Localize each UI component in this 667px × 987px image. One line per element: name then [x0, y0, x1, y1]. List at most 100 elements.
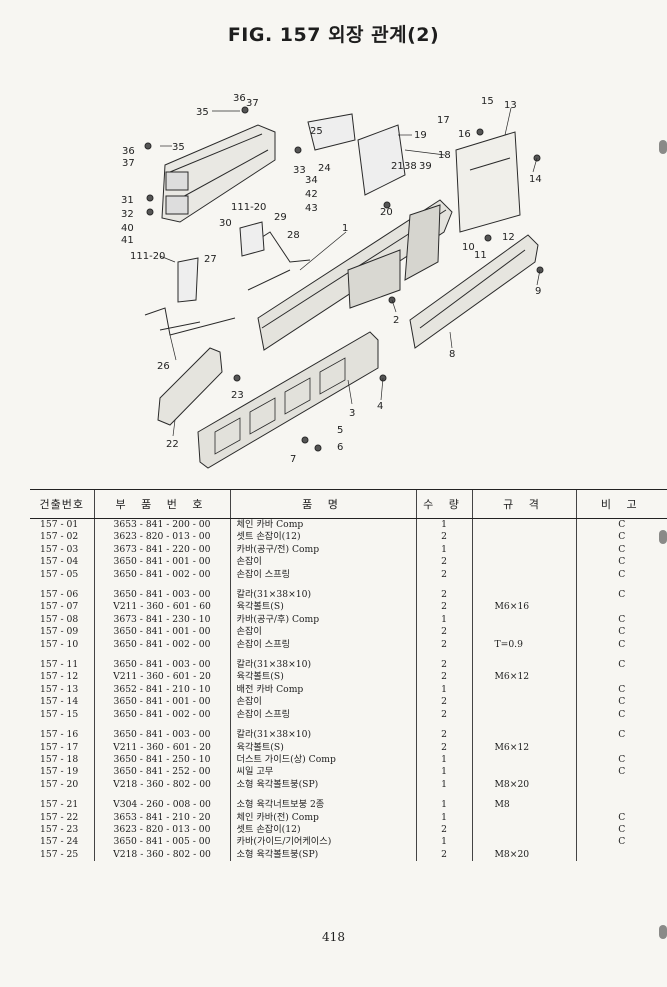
cell-quantity: 2	[415, 671, 472, 684]
cell-part-number: 3653 - 841 - 210 - 20	[93, 811, 230, 824]
cell-remark: C	[575, 626, 667, 639]
cell-part-name: 소형 육각너트보붕 2종	[229, 799, 416, 812]
cell-spec	[471, 683, 576, 697]
cell-quantity: 2	[415, 708, 472, 722]
cell-spec	[471, 753, 576, 767]
svg-text:23: 23	[231, 390, 244, 401]
cell-part-number: 3650 - 841 - 002 - 00	[93, 708, 230, 722]
cell-quantity: 2	[415, 601, 472, 614]
cell-remark: C	[575, 613, 667, 627]
cell-part-name: 손잡이	[229, 626, 416, 639]
cell-quantity: 2	[415, 741, 472, 754]
svg-text:16: 16	[458, 129, 471, 140]
cell-quantity: 1	[415, 778, 472, 792]
svg-text:14: 14	[529, 174, 542, 185]
cell-spec	[471, 543, 576, 557]
cell-quantity: 1	[415, 518, 472, 532]
cell-spec	[471, 568, 576, 582]
svg-text:38: 38	[404, 161, 417, 172]
cell-part-name: 셋트 손잡이(12)	[229, 823, 416, 837]
bracket-26	[144, 307, 236, 336]
binder-hole	[659, 140, 667, 154]
cell-spec: M8×20	[471, 778, 576, 792]
header-spec: 규 격	[471, 489, 576, 519]
cell-quantity: 2	[415, 729, 472, 742]
group-spacer	[30, 791, 667, 800]
cell-remark: C	[575, 708, 667, 722]
cell-quantity: 2	[415, 556, 472, 569]
cell-part-number: 3650 - 841 - 001 - 00	[93, 556, 230, 569]
cell-ref-no: 157 - 04	[40, 556, 79, 568]
cell-quantity: 1	[415, 613, 472, 627]
bracket-27	[177, 257, 199, 303]
cell-part-name: 칼라(31×38×10)	[229, 589, 416, 602]
cell-spec	[471, 696, 576, 709]
svg-text:18: 18	[438, 150, 451, 161]
cell-ref-no: 157 - 08	[40, 613, 79, 625]
grille-cover-3	[197, 331, 379, 469]
cell-ref-no: 157 - 21	[40, 799, 79, 811]
svg-text:42: 42	[305, 189, 318, 200]
cell-quantity: 1	[415, 836, 472, 849]
svg-text:33: 33	[293, 165, 306, 176]
svg-text:37: 37	[246, 98, 259, 109]
cell-spec: M6×12	[471, 741, 576, 754]
cell-quantity: 2	[415, 568, 472, 582]
cell-quantity: 2	[415, 659, 472, 672]
cell-part-name: 손잡이	[229, 556, 416, 569]
group-spacer	[30, 581, 667, 590]
svg-text:4: 4	[377, 401, 383, 412]
cell-ref-no: 157 - 17	[40, 741, 79, 753]
cell-remark: C	[575, 518, 667, 532]
cell-part-name: 육각볼트(S)	[229, 741, 416, 754]
cell-part-name: 칼라(31×38×10)	[229, 729, 416, 742]
svg-text:2: 2	[393, 315, 399, 326]
svg-text:12: 12	[502, 232, 515, 243]
cell-spec	[471, 708, 576, 722]
cell-spec	[471, 766, 576, 779]
svg-text:27: 27	[204, 254, 217, 265]
cell-ref-no: 157 - 19	[40, 766, 79, 778]
cell-part-name: 체인 카바 Comp	[229, 518, 416, 532]
exploded-parts-diagram: 1 2 3 4 5 6 7 8 9 10 11 12 13 14 15 16 1…	[0, 80, 667, 480]
cell-part-number: V218 - 360 - 802 - 00	[93, 778, 230, 792]
cell-spec	[471, 556, 576, 569]
svg-text:39: 39	[419, 161, 432, 172]
cell-quantity: 1	[415, 753, 472, 767]
svg-text:28: 28	[287, 230, 300, 241]
cell-remark	[575, 848, 667, 862]
cell-ref-no: 157 - 15	[40, 708, 79, 720]
cell-quantity: 2	[415, 531, 472, 544]
cell-remark: C	[575, 696, 667, 709]
cell-part-number: 3623 - 820 - 013 - 00	[93, 823, 230, 837]
svg-text:41: 41	[121, 235, 134, 246]
cell-remark: C	[575, 766, 667, 779]
cell-ref-no: 157 - 02	[40, 531, 79, 543]
dust-guide	[357, 124, 406, 196]
cell-part-name: 칼라(31×38×10)	[229, 659, 416, 672]
svg-text:22: 22	[166, 439, 179, 450]
cell-spec: T=0.9	[471, 638, 576, 652]
exploded-view-drawing: 1 2 3 4 5 6 7 8 9 10 11 12 13 14 15 16 1…	[121, 93, 544, 469]
svg-text:5: 5	[337, 425, 343, 436]
svg-text:6: 6	[337, 442, 343, 453]
cell-spec	[471, 518, 576, 532]
svg-text:30: 30	[219, 218, 232, 229]
cell-quantity: 2	[415, 696, 472, 709]
cell-remark: C	[575, 811, 667, 824]
cell-part-number: 3652 - 841 - 210 - 10	[93, 683, 230, 697]
cell-ref-no: 157 - 03	[40, 543, 79, 555]
group-spacer	[30, 721, 667, 730]
cell-ref-no: 157 - 16	[40, 729, 79, 741]
cell-ref-no: 157 - 01	[40, 519, 79, 530]
cell-remark: C	[575, 836, 667, 849]
